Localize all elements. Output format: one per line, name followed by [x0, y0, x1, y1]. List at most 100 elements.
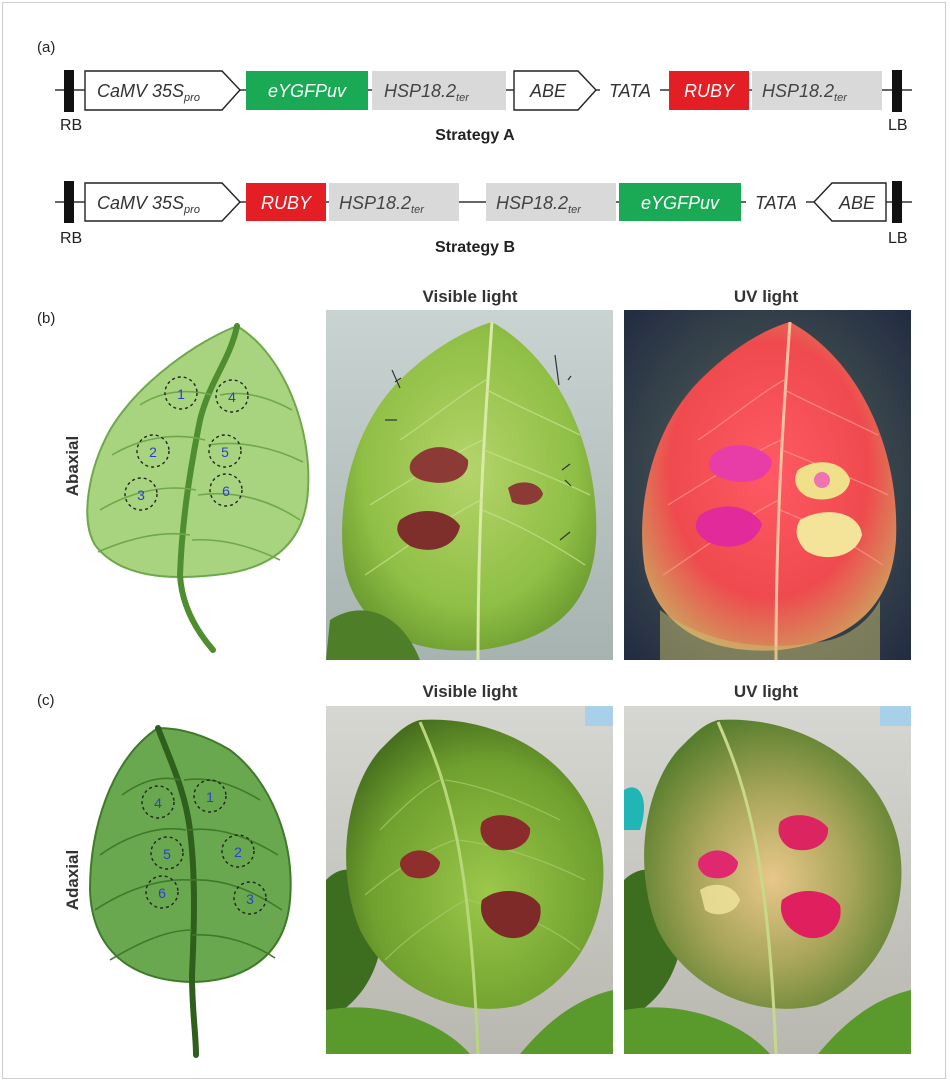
lb-label-b: LB [888, 230, 908, 247]
photo-spot-lower-right [780, 890, 841, 939]
construct-strategy-b: CaMV 35Spro RUBY HSP18.2ter HSP18.2ter e… [55, 181, 912, 256]
panel-a-label: (a) [37, 39, 55, 56]
spot-number-4: 4 [154, 795, 162, 811]
adaxial-leaf-veins [94, 777, 283, 961]
lb-label-a: LB [888, 117, 908, 134]
spot-marker-2 [221, 834, 255, 868]
spot-marker-6 [145, 875, 179, 909]
ruby-box-a [669, 71, 749, 110]
rb-label-b: RB [60, 230, 82, 247]
spot-marker-2 [136, 434, 170, 468]
ruby-label-b: RUBY [261, 193, 313, 213]
photo-bottom-leaf-left [326, 1007, 470, 1054]
adaxial-leaf-midrib [155, 725, 199, 1058]
abe-box-a [513, 70, 597, 111]
adaxial-spot-markers: 4 5 6 1 2 3 [141, 779, 267, 915]
adaxial-label: Adaxial [63, 850, 82, 910]
spot-number-2: 2 [149, 444, 157, 460]
gfp-label-a: eYGFPuv [268, 81, 347, 101]
abe-box-b [813, 182, 887, 222]
terminator-label-b1: HSP18.2ter [339, 193, 425, 216]
ruby-label-a: RUBY [684, 81, 736, 101]
photo-spot-right [508, 482, 543, 505]
terminator-box-b2 [486, 183, 616, 221]
photo-spot-lower-left [397, 511, 460, 550]
photo-leaf [642, 322, 897, 651]
spot-number-1: 1 [177, 386, 185, 402]
promoter-box-b [84, 182, 241, 222]
terminator-box-a2 [752, 71, 882, 110]
photo-handwriting [385, 354, 572, 541]
photo-leaf-edge [326, 610, 420, 660]
gfp-box-a [246, 71, 368, 110]
photo-spot-left [698, 850, 738, 879]
strategy-b-title: Strategy B [435, 239, 515, 256]
spot-number-3: 3 [137, 487, 145, 503]
promoter-label-b: CaMV 35Spro [97, 193, 200, 216]
spot-marker-5 [208, 434, 242, 468]
terminator-label-a2: HSP18.2ter [762, 81, 848, 104]
spot-number-5: 5 [163, 846, 171, 862]
abe-label-b: ABE [838, 193, 876, 213]
terminator-label-b2: HSP18.2ter [496, 193, 582, 216]
spot-number-3: 3 [246, 891, 254, 907]
abe-label-a: ABE [529, 81, 567, 101]
promoter-box-a [84, 70, 241, 111]
spot-marker-1 [164, 376, 198, 410]
panel-b-visible-title: Visible light [422, 287, 517, 306]
spot-marker-3 [233, 881, 267, 915]
spot-marker-6 [209, 473, 243, 507]
panel-c-uv-title: UV light [734, 682, 799, 701]
abaxial-uv-photo [624, 310, 911, 661]
abaxial-label: Abaxial [63, 436, 82, 496]
photo-midrib [774, 321, 792, 661]
photo-cyan-reflection [624, 787, 645, 830]
photo-bottom-leaf-right [520, 990, 613, 1054]
abaxial-leaf-midrib [176, 323, 240, 653]
spot-number-4: 4 [228, 389, 236, 405]
terminator-label-a1: HSP18.2ter [384, 81, 470, 104]
photo-leaf [346, 719, 604, 1009]
photo-background-window [880, 706, 911, 726]
gfp-label-b: eYGFPuv [641, 193, 720, 213]
photo-bottom-leaf-right [818, 990, 911, 1054]
terminator-box-b1 [329, 183, 459, 221]
tata-label-b: TATA [755, 193, 797, 213]
photo-spot-upper-left [409, 447, 469, 483]
photo-midrib [476, 321, 494, 661]
photo-leaf [342, 322, 597, 651]
tata-bg-a [600, 78, 660, 102]
panel-c-visible-title: Visible light [422, 682, 517, 701]
spot-marker-5 [150, 836, 184, 870]
rb-border-b [64, 181, 74, 223]
panel-b-uv-title: UV light [734, 287, 799, 306]
gfp-box-b [619, 183, 741, 221]
photo-spot-lower-right [796, 512, 862, 558]
abaxial-visible-photo [326, 310, 613, 661]
panel-c-label: (c) [37, 692, 55, 709]
spot-marker-3 [124, 477, 158, 511]
photo-spot-left [400, 850, 440, 879]
photo-spot-lower-right [480, 890, 541, 939]
photo-midrib [716, 721, 778, 1055]
photo-bottom-leaf-left [624, 1007, 770, 1054]
photo-background-window [585, 706, 613, 726]
lb-border-b [892, 181, 902, 223]
abaxial-leaf-blade [86, 324, 310, 579]
adaxial-uv-photo [624, 706, 911, 1055]
spot-marker-4 [215, 379, 249, 413]
photo-midrib [418, 721, 480, 1055]
spot-marker-4 [141, 785, 175, 819]
photo-leaf-base [660, 600, 880, 660]
lb-border-a [892, 70, 902, 112]
photo-leaf [644, 719, 902, 1009]
spot-number-1: 1 [206, 789, 214, 805]
tata-bg-b [746, 190, 806, 214]
abaxial-leaf-veins [97, 390, 304, 561]
abaxial-leaf-illustration: 1 2 3 4 5 6 [86, 323, 310, 653]
photo-spot-center [814, 472, 830, 488]
panel-b-label: (b) [37, 310, 55, 327]
tata-label-a: TATA [609, 81, 651, 101]
